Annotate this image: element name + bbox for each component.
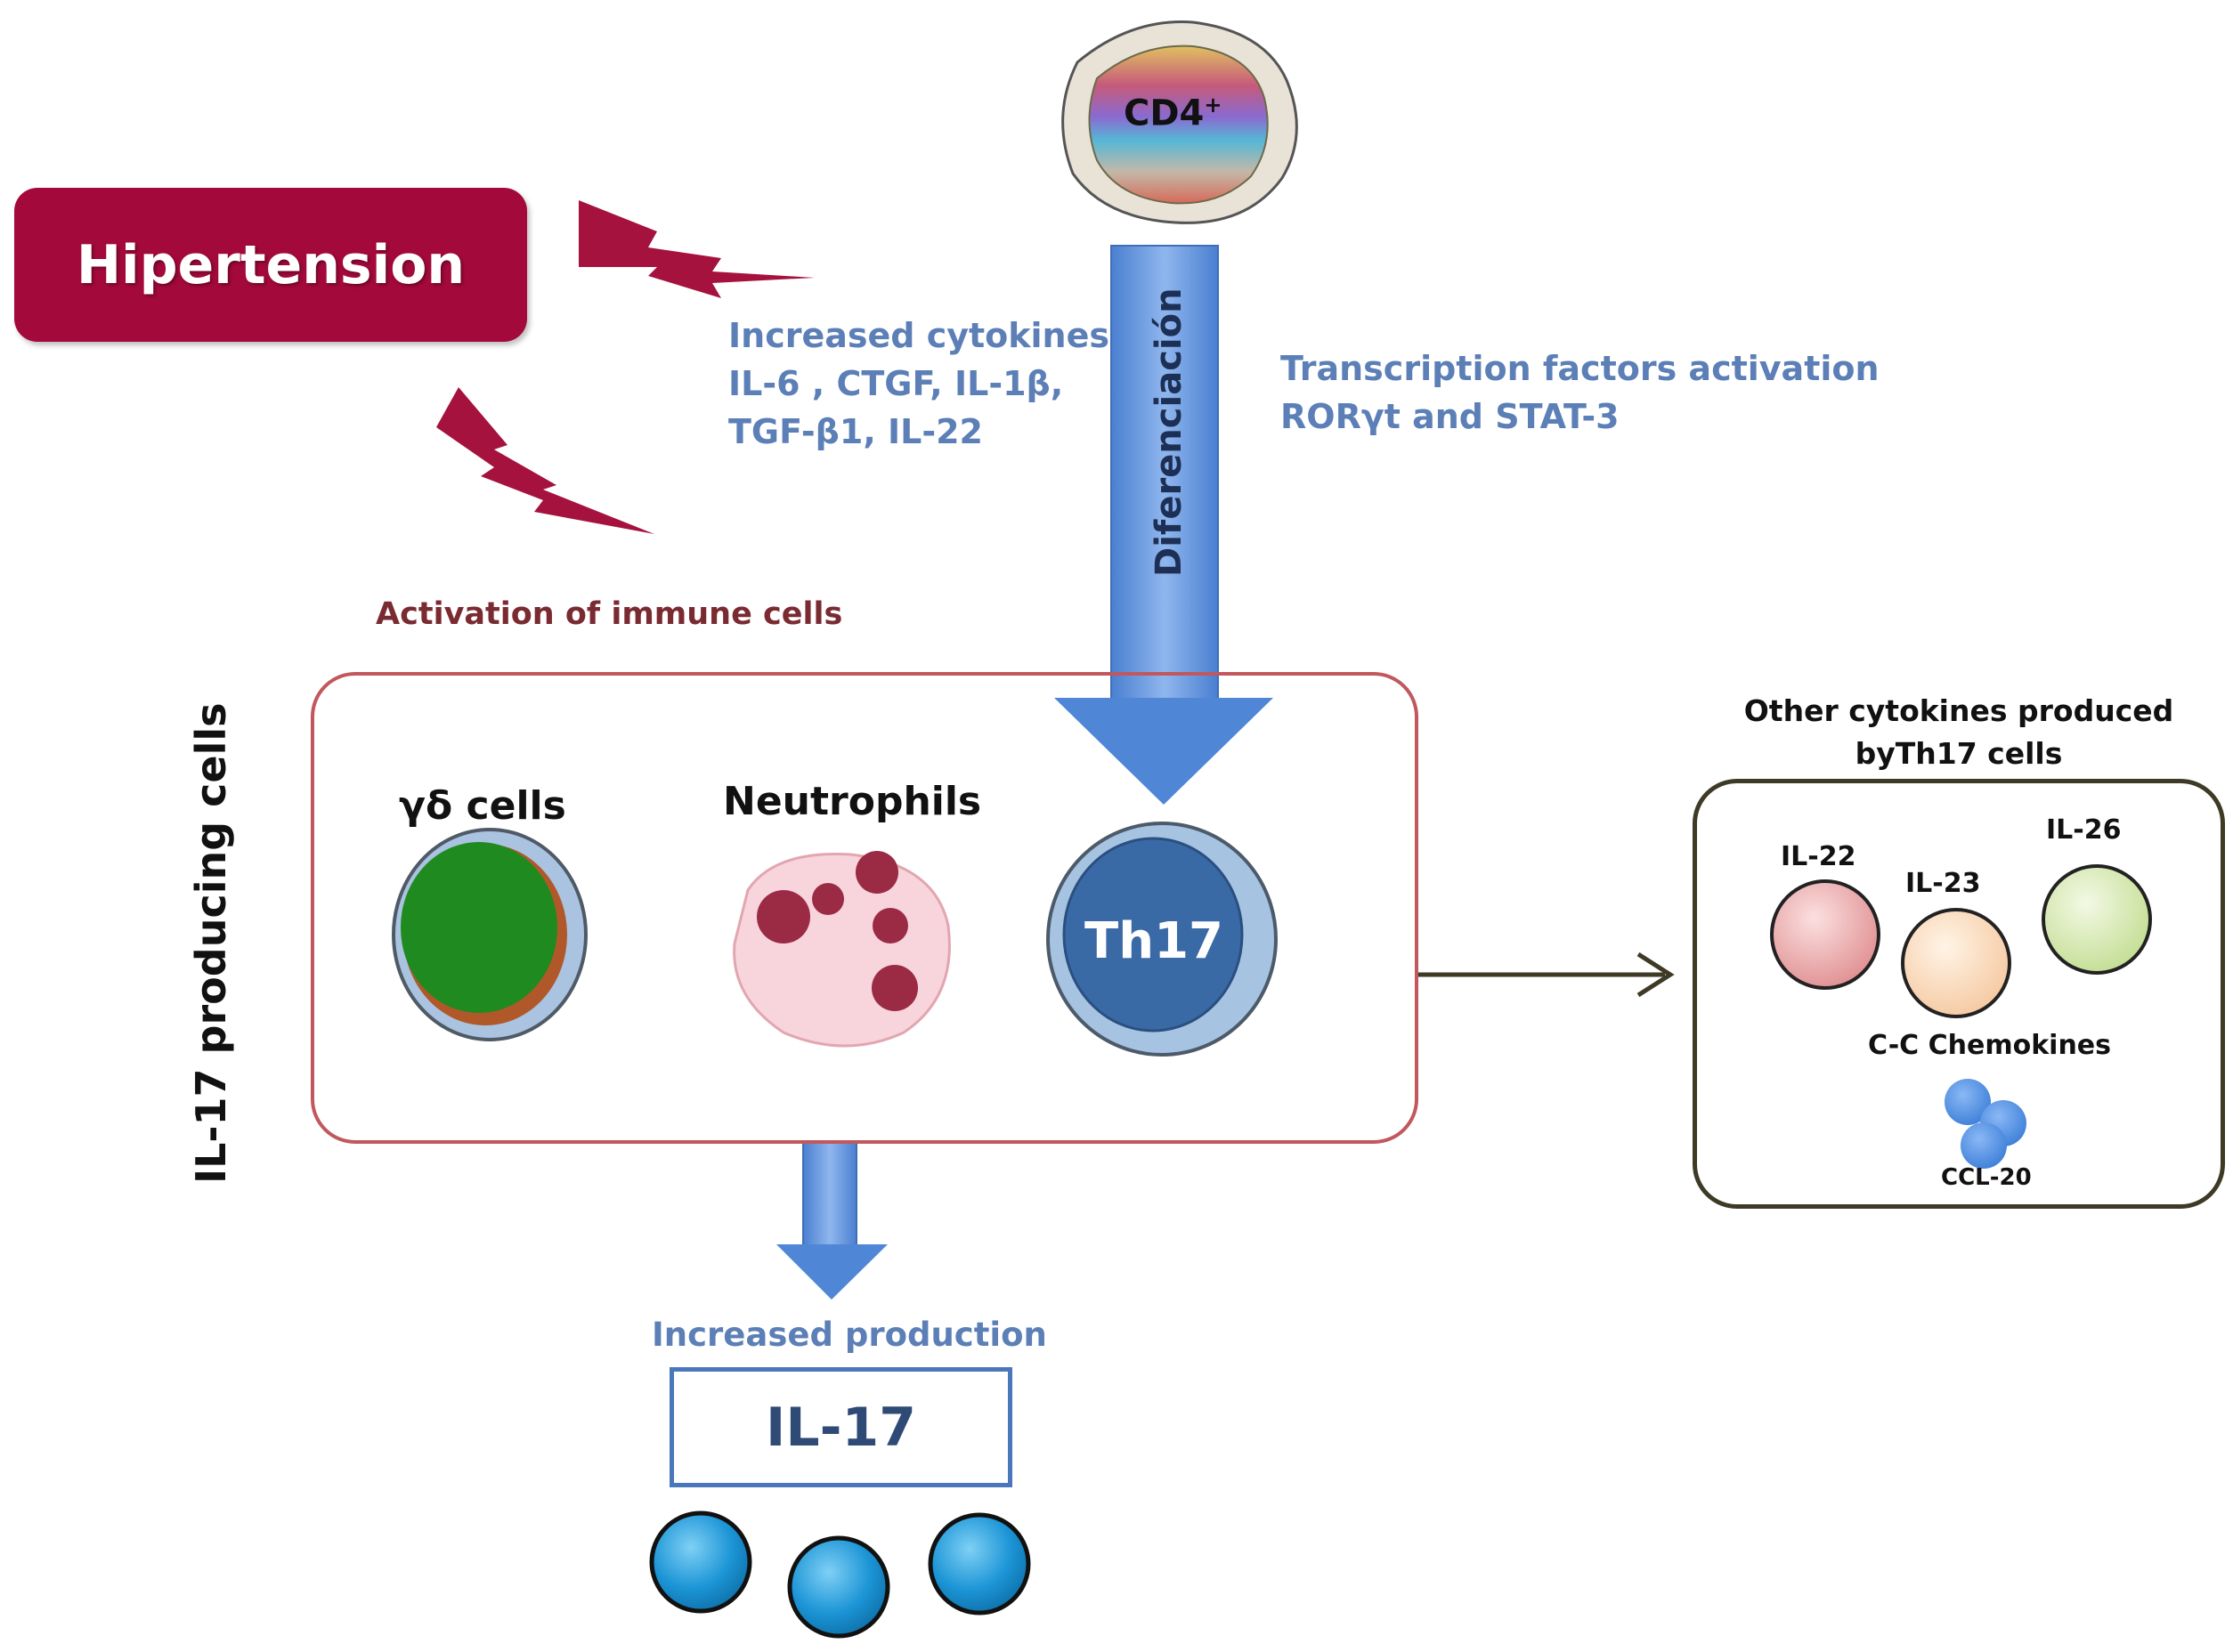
lightning-bolt-icon [579, 200, 815, 298]
il22-ball-icon [1770, 879, 1880, 990]
il17-ball-icon [787, 1535, 890, 1639]
other-cytokines-title: Other cytokines produced byTh17 cells [1718, 690, 2199, 775]
title-line: Other cytokines produced [1743, 693, 2174, 728]
il17-box: IL-17 [670, 1367, 1012, 1487]
il22-label: IL-22 [1781, 841, 1856, 872]
cd4-cell-icon [1061, 20, 1298, 224]
hypertension-box: Hipertension [14, 188, 527, 342]
ccl20-molecule-icon [1945, 1079, 2026, 1169]
note-line: Increased cytokines [728, 316, 1110, 355]
il23-ball-icon [1901, 908, 2011, 1018]
transcription-factors-note: Transcription factors activation RORγt a… [1280, 344, 1880, 441]
other-cytokines-box [1693, 779, 2225, 1209]
gamma-delta-cell-icon [392, 828, 588, 1041]
note-line: Transcription factors activation [1280, 349, 1880, 388]
il17-producing-cells-box [311, 672, 1418, 1144]
note-line: RORγt and STAT-3 [1280, 397, 1620, 436]
production-arrow [776, 1140, 888, 1300]
il17-label: IL-17 [766, 1396, 916, 1459]
lightning-bolt-icon [436, 387, 654, 534]
il26-ball-icon [2042, 864, 2152, 975]
chemokines-label: C-C Chemokines [1868, 1030, 2112, 1061]
note-line: TGF-β1, IL-22 [728, 412, 983, 451]
gamma-delta-cells-label: γδ cells [399, 783, 566, 829]
cd4-superscript: + [1204, 93, 1222, 117]
cd4-label: CD4+ [1124, 93, 1222, 134]
il17-producing-cells-label: IL-17 producing cells [187, 702, 235, 1184]
neutrophil-cell-icon [733, 851, 951, 1048]
differentiation-arrow [1054, 245, 1273, 805]
il17-ball-icon [649, 1510, 752, 1614]
il23-label: IL-23 [1905, 868, 1981, 899]
cd4-text: CD4 [1124, 93, 1205, 134]
activation-label: Activation of immune cells [376, 596, 843, 632]
increased-cytokines-note: Increased cytokines IL-6 , CTGF, IL-1β, … [728, 312, 1109, 456]
increased-production-label: Increased production [652, 1316, 1047, 1354]
note-line: IL-6 , CTGF, IL-1β, [728, 364, 1064, 403]
th17-label: Th17 [1084, 912, 1223, 970]
neutrophils-label: Neutrophils [723, 779, 982, 824]
il26-label: IL-26 [2046, 814, 2122, 846]
connector-arrow [1415, 952, 1675, 998]
il17-ball-icon [928, 1512, 1031, 1616]
title-line: byTh17 cells [1855, 736, 2063, 771]
hypertension-label: Hipertension [76, 233, 466, 296]
differentiation-label: Diferenciación [1149, 287, 1190, 577]
ccl20-label: CCL-20 [1941, 1164, 2032, 1191]
th17-cell-icon [1046, 822, 1278, 1057]
